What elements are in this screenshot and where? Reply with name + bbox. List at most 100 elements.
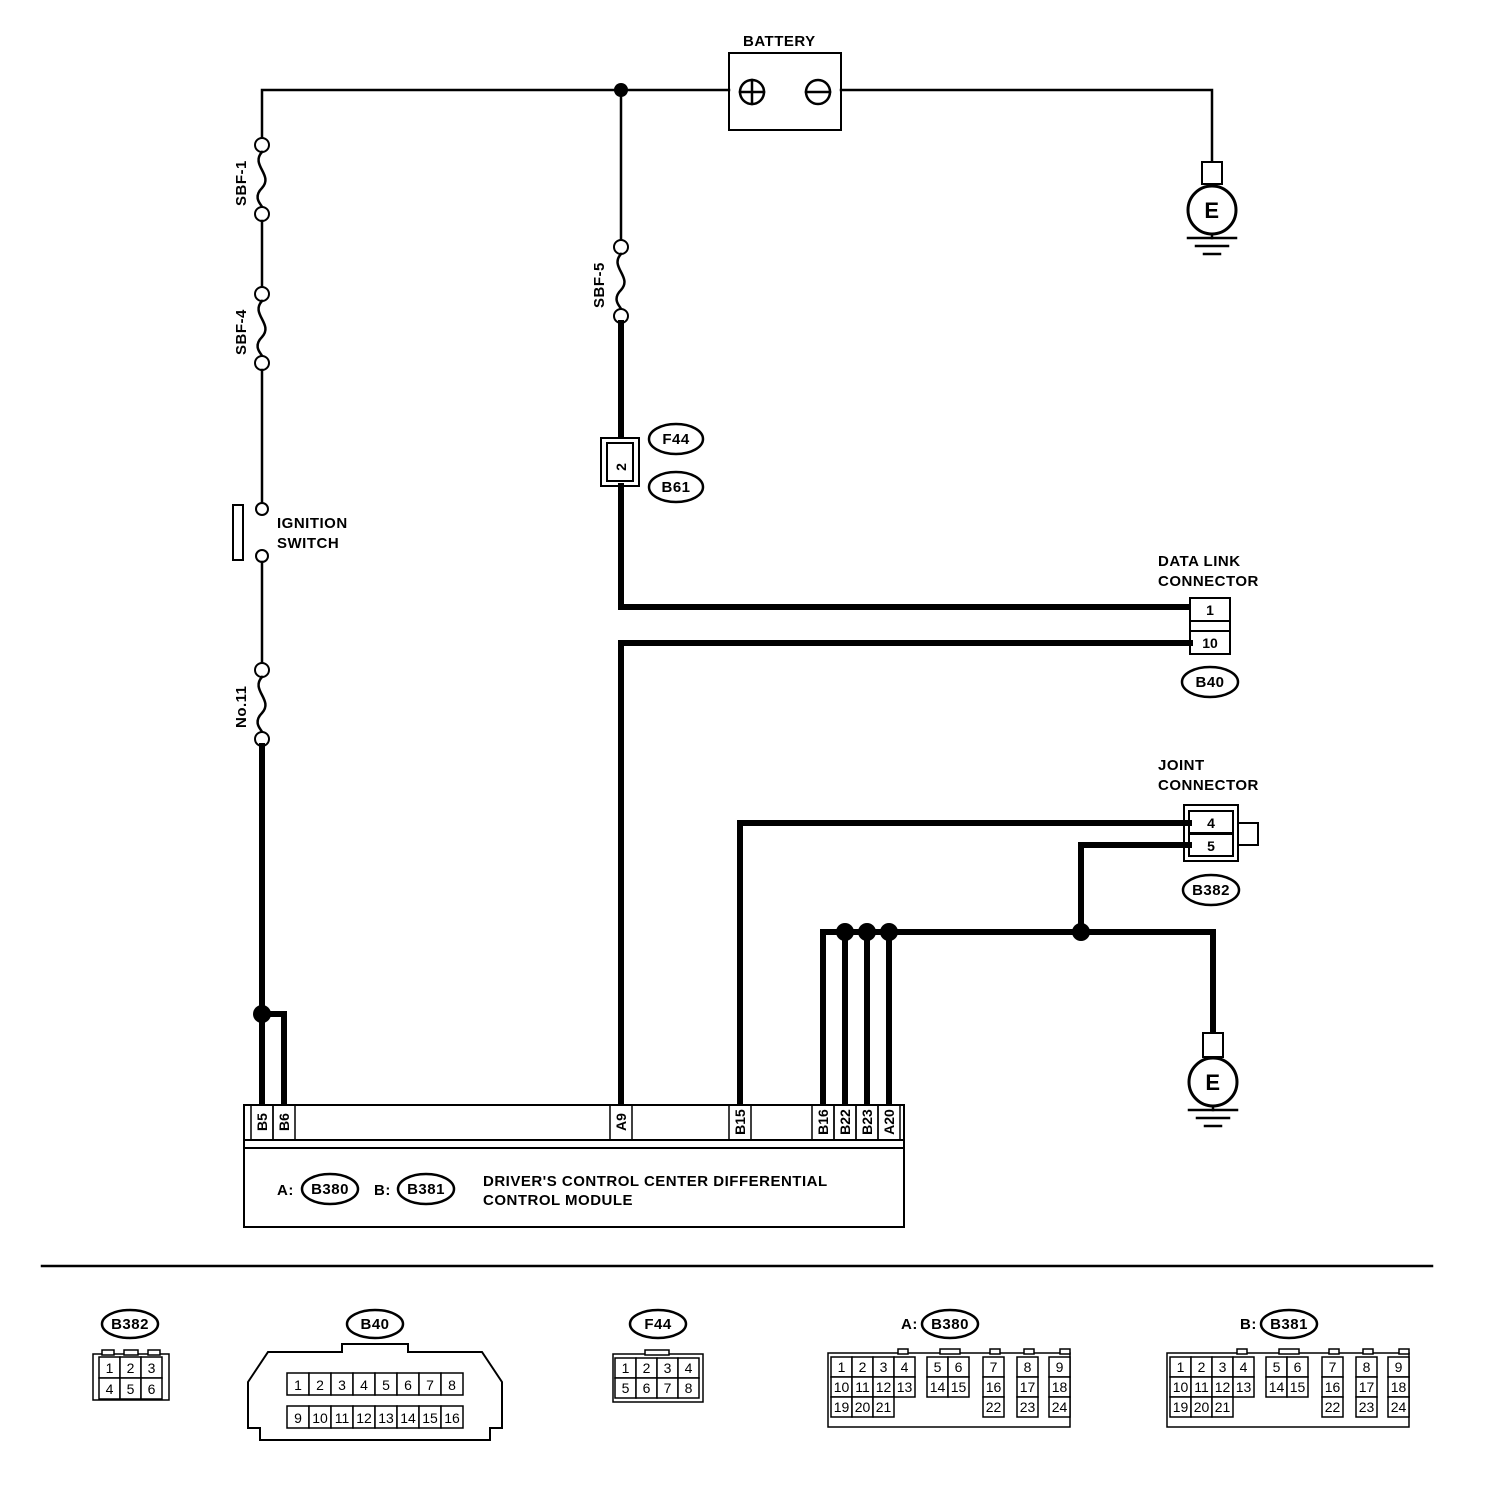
connector-oval-b382: B382	[1192, 882, 1230, 899]
connector-face-id-label: B40	[360, 1316, 389, 1333]
connector-face-pin: 2	[316, 1377, 324, 1393]
ignition-switch-label-1: IGNITION	[277, 515, 348, 532]
prefix-b-label: B:	[374, 1182, 391, 1199]
connector-face-pin: 3	[664, 1360, 672, 1376]
connector-face-pin: 14	[400, 1410, 416, 1426]
connector-face-pin: 10	[1173, 1379, 1189, 1395]
dlc-label-1: DATA LINK	[1158, 553, 1241, 570]
connector-face-pin: 21	[876, 1399, 892, 1415]
connector-face-pin: 8	[448, 1377, 456, 1393]
dlc-label-2: CONNECTOR	[1158, 573, 1259, 590]
connector-oval-b380: B380	[311, 1181, 349, 1198]
connector-oval-f44: F44	[647, 422, 705, 456]
connector-face-id: B:B381	[1240, 1308, 1319, 1340]
ground-top: E	[1186, 161, 1238, 256]
fuse-sbf4-label: SBF-4	[233, 309, 250, 355]
joint-connector: JOINT CONNECTOR 4 5 B382	[1158, 757, 1259, 907]
connector-oval-b381: B381	[407, 1181, 445, 1198]
ground-label: E	[1204, 198, 1219, 223]
connector-face-pin: 16	[444, 1410, 460, 1426]
connector-face-pin: 1	[838, 1359, 846, 1375]
module-pin-label: A9	[613, 1113, 629, 1131]
connector-face-pin: 7	[990, 1359, 998, 1375]
connector-face-pin: 9	[294, 1410, 302, 1426]
joint-pin-4: 4	[1207, 815, 1215, 831]
connector-face-pin: 4	[106, 1381, 114, 1397]
connector-face-b40-row2: 9 10 11 12 13 14 15 16	[286, 1405, 464, 1429]
connector-face-pin: 6	[148, 1381, 156, 1397]
connector-face-id: F44	[628, 1308, 688, 1340]
connector-face-pin: 1	[294, 1377, 302, 1393]
connector-face-pin: 22	[986, 1399, 1002, 1415]
ground-label: E	[1205, 1070, 1220, 1095]
connector-face-pin: 17	[1359, 1379, 1375, 1395]
connector-face-id-label: B380	[931, 1316, 969, 1333]
connector-face-pin: 13	[1236, 1379, 1252, 1395]
connector-face-pin: 10	[312, 1410, 328, 1426]
connector-face-pin: 19	[834, 1399, 850, 1415]
connector-face-id: B40	[345, 1308, 405, 1340]
connector-face-pin: 13	[378, 1410, 394, 1426]
connector-face-pin: 15	[422, 1410, 438, 1426]
module-label-1: DRIVER'S CONTROL CENTER DIFFERENTIAL	[483, 1173, 828, 1190]
module-pin-label: B16	[815, 1109, 831, 1135]
connector-face-pin: 12	[356, 1410, 372, 1426]
connector-face-pin: 20	[855, 1399, 871, 1415]
connector-face-pin: 3	[880, 1359, 888, 1375]
connector-face-id-label: B381	[1270, 1316, 1308, 1333]
module-pin-label: B22	[837, 1109, 853, 1135]
fuse-no11-label: No.11	[233, 685, 250, 728]
prefix-a-label: A:	[277, 1182, 294, 1199]
sbf5-branch: SBF-5 2	[591, 239, 1193, 610]
connector-face-pin: 15	[1290, 1379, 1306, 1395]
left-fuse-chain: SBF-1 SBF-4 IGNITION SWITCH No.11	[232, 137, 348, 1108]
connector-face-pin: 23	[1359, 1399, 1375, 1415]
connector-face-pin: 5	[934, 1359, 942, 1375]
dlc-pin-1: 1	[1206, 602, 1214, 618]
connector-face-pin: 16	[1325, 1379, 1341, 1395]
connector-face-pin: 2	[859, 1359, 867, 1375]
connector-face-pin: 2	[643, 1360, 651, 1376]
connector-face-pin: 11	[335, 1410, 350, 1426]
connector-face-pin: 4	[1240, 1359, 1248, 1375]
connector-face-pin: 22	[1325, 1399, 1341, 1415]
module-pin-label: A20	[881, 1109, 897, 1135]
connector-face-pin: 14	[930, 1379, 946, 1395]
connector-face-pin: 3	[148, 1360, 156, 1376]
connector-face-pin: 4	[685, 1360, 693, 1376]
connector-face-pin: 7	[426, 1377, 434, 1393]
connector-face-pin: 8	[1363, 1359, 1371, 1375]
connector-face-pin: 17	[1020, 1379, 1036, 1395]
connector-oval-b40: B40	[1195, 674, 1224, 691]
connector-face-pin: 1	[1177, 1359, 1185, 1375]
connector-face-pin: 3	[338, 1377, 346, 1393]
connector-face-pin: 18	[1391, 1379, 1407, 1395]
ground-bus	[820, 923, 1216, 1108]
connector-face-pin: 7	[1329, 1359, 1337, 1375]
connector-face-pin: 6	[404, 1377, 412, 1393]
module-pin-label: B5	[254, 1113, 270, 1131]
joint-label-2: CONNECTOR	[1158, 777, 1259, 794]
svg-text:B61: B61	[661, 479, 690, 496]
connector-face-pin: 12	[876, 1379, 892, 1395]
connector-face-pin: 20	[1194, 1399, 1210, 1415]
connector-face-pin: 1	[106, 1360, 114, 1376]
connector-face-pin: 5	[622, 1380, 630, 1396]
connector-face-pin: 24	[1052, 1399, 1068, 1415]
connector-face-pin: 6	[643, 1380, 651, 1396]
connector-face-pin: 2	[127, 1360, 135, 1376]
connector-face-pin: 10	[834, 1379, 850, 1395]
dlc-pin-10: 10	[1202, 635, 1218, 651]
joint-pin-5: 5	[1207, 838, 1215, 854]
ignition-switch-label-2: SWITCH	[277, 535, 339, 552]
battery-wires	[260, 83, 1214, 242]
connector-face-pin: 14	[1269, 1379, 1285, 1395]
